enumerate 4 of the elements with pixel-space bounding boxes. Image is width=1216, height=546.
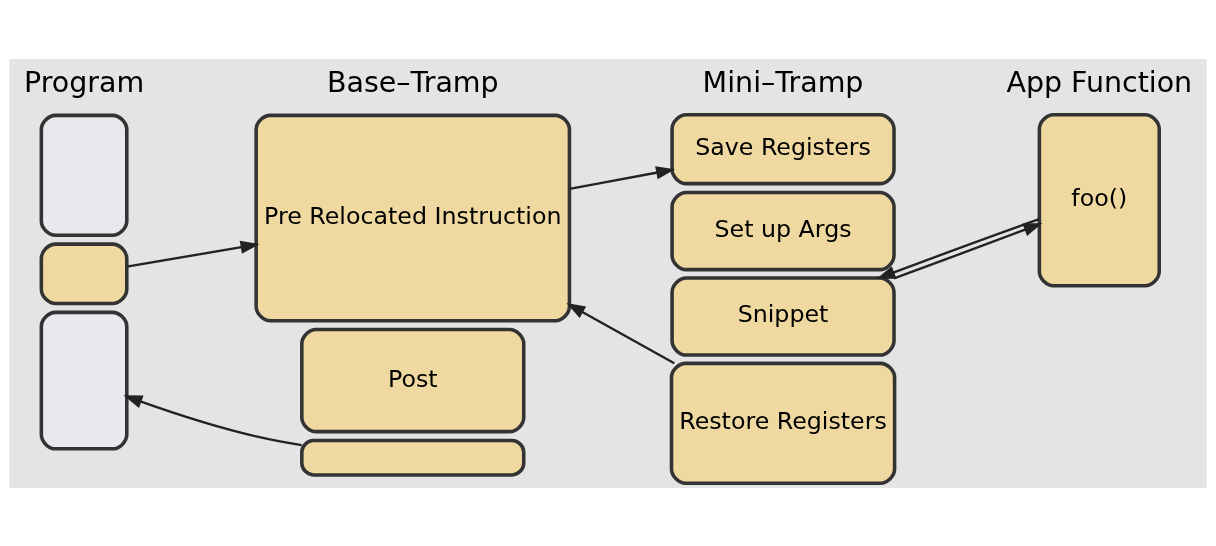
label: App Function [1006, 65, 1193, 99]
label: Program [24, 65, 145, 99]
label: Base–Tramp [326, 65, 499, 99]
label: Mini–Tramp [702, 65, 864, 99]
